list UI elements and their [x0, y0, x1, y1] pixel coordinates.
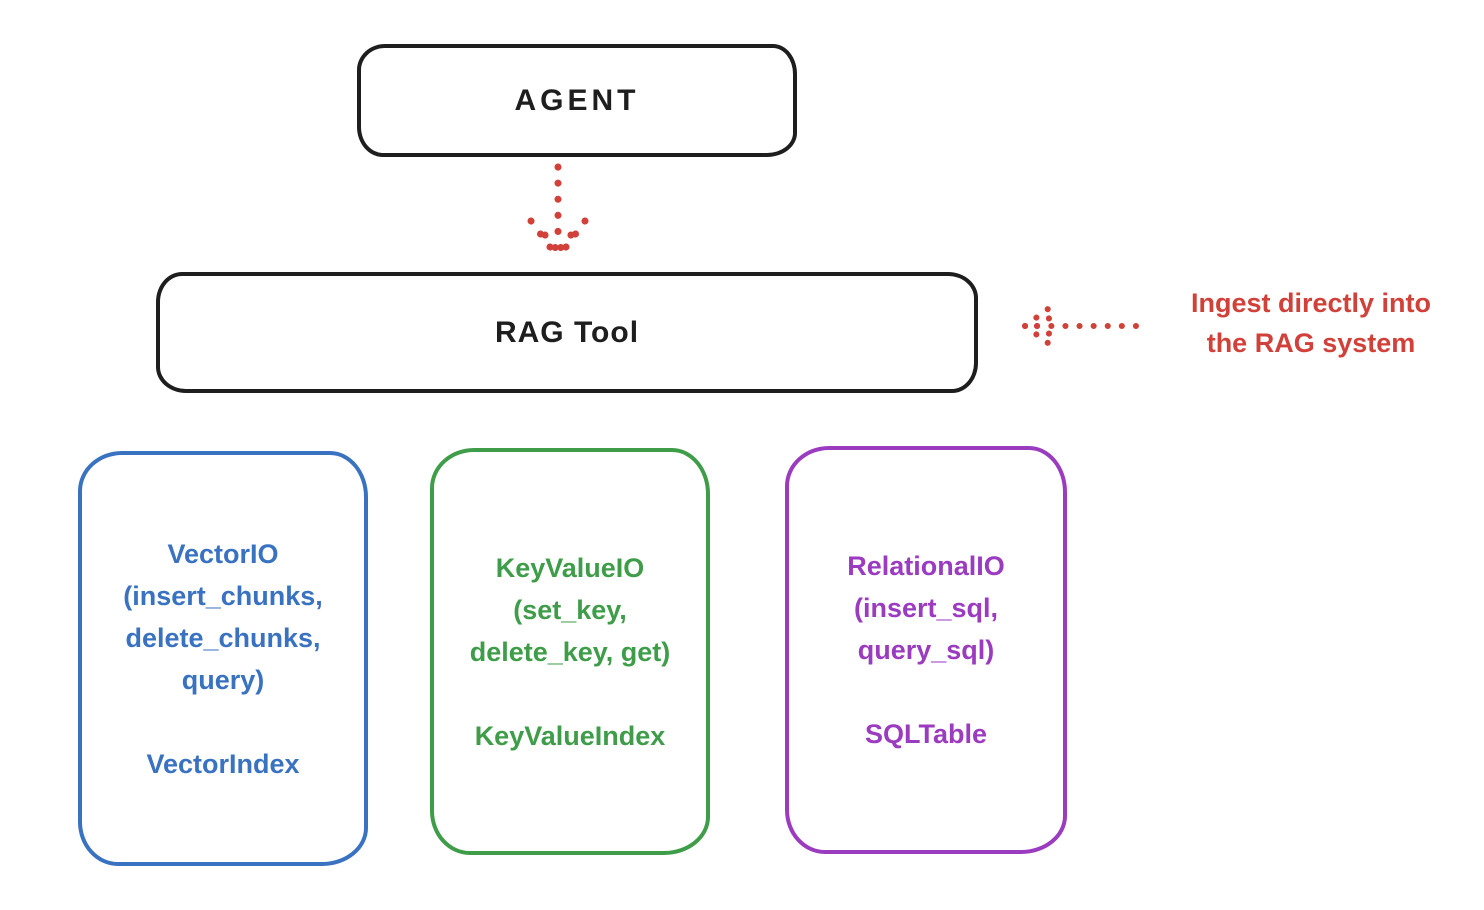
card-relational-io: RelationalIO (insert_sql, query_sql) SQL…: [785, 446, 1067, 854]
arrow-left-dotted-icon: [1022, 303, 1139, 349]
card-vector-io: VectorIO (insert_chunks, delete_chunks, …: [78, 451, 368, 866]
card-relational-io-text: RelationalIO (insert_sql, query_sql) SQL…: [847, 551, 1005, 749]
agent-node: AGENT: [357, 44, 797, 157]
ingest-annotation: Ingest directly into the RAG system: [1190, 288, 1432, 358]
card-keyvalue-io-text: KeyValueIO (set_key, delete_key, get) Ke…: [469, 552, 671, 751]
card-keyvalue-io: KeyValueIO (set_key, delete_key, get) Ke…: [430, 448, 710, 855]
arrow-down-dotted-icon: [527, 163, 589, 262]
rag-tool-node: RAG Tool: [156, 272, 978, 393]
agent-label: AGENT: [514, 83, 640, 117]
card-vector-io-text: VectorIO (insert_chunks, delete_chunks, …: [123, 538, 323, 779]
rag-tool-label: RAG Tool: [494, 315, 640, 349]
